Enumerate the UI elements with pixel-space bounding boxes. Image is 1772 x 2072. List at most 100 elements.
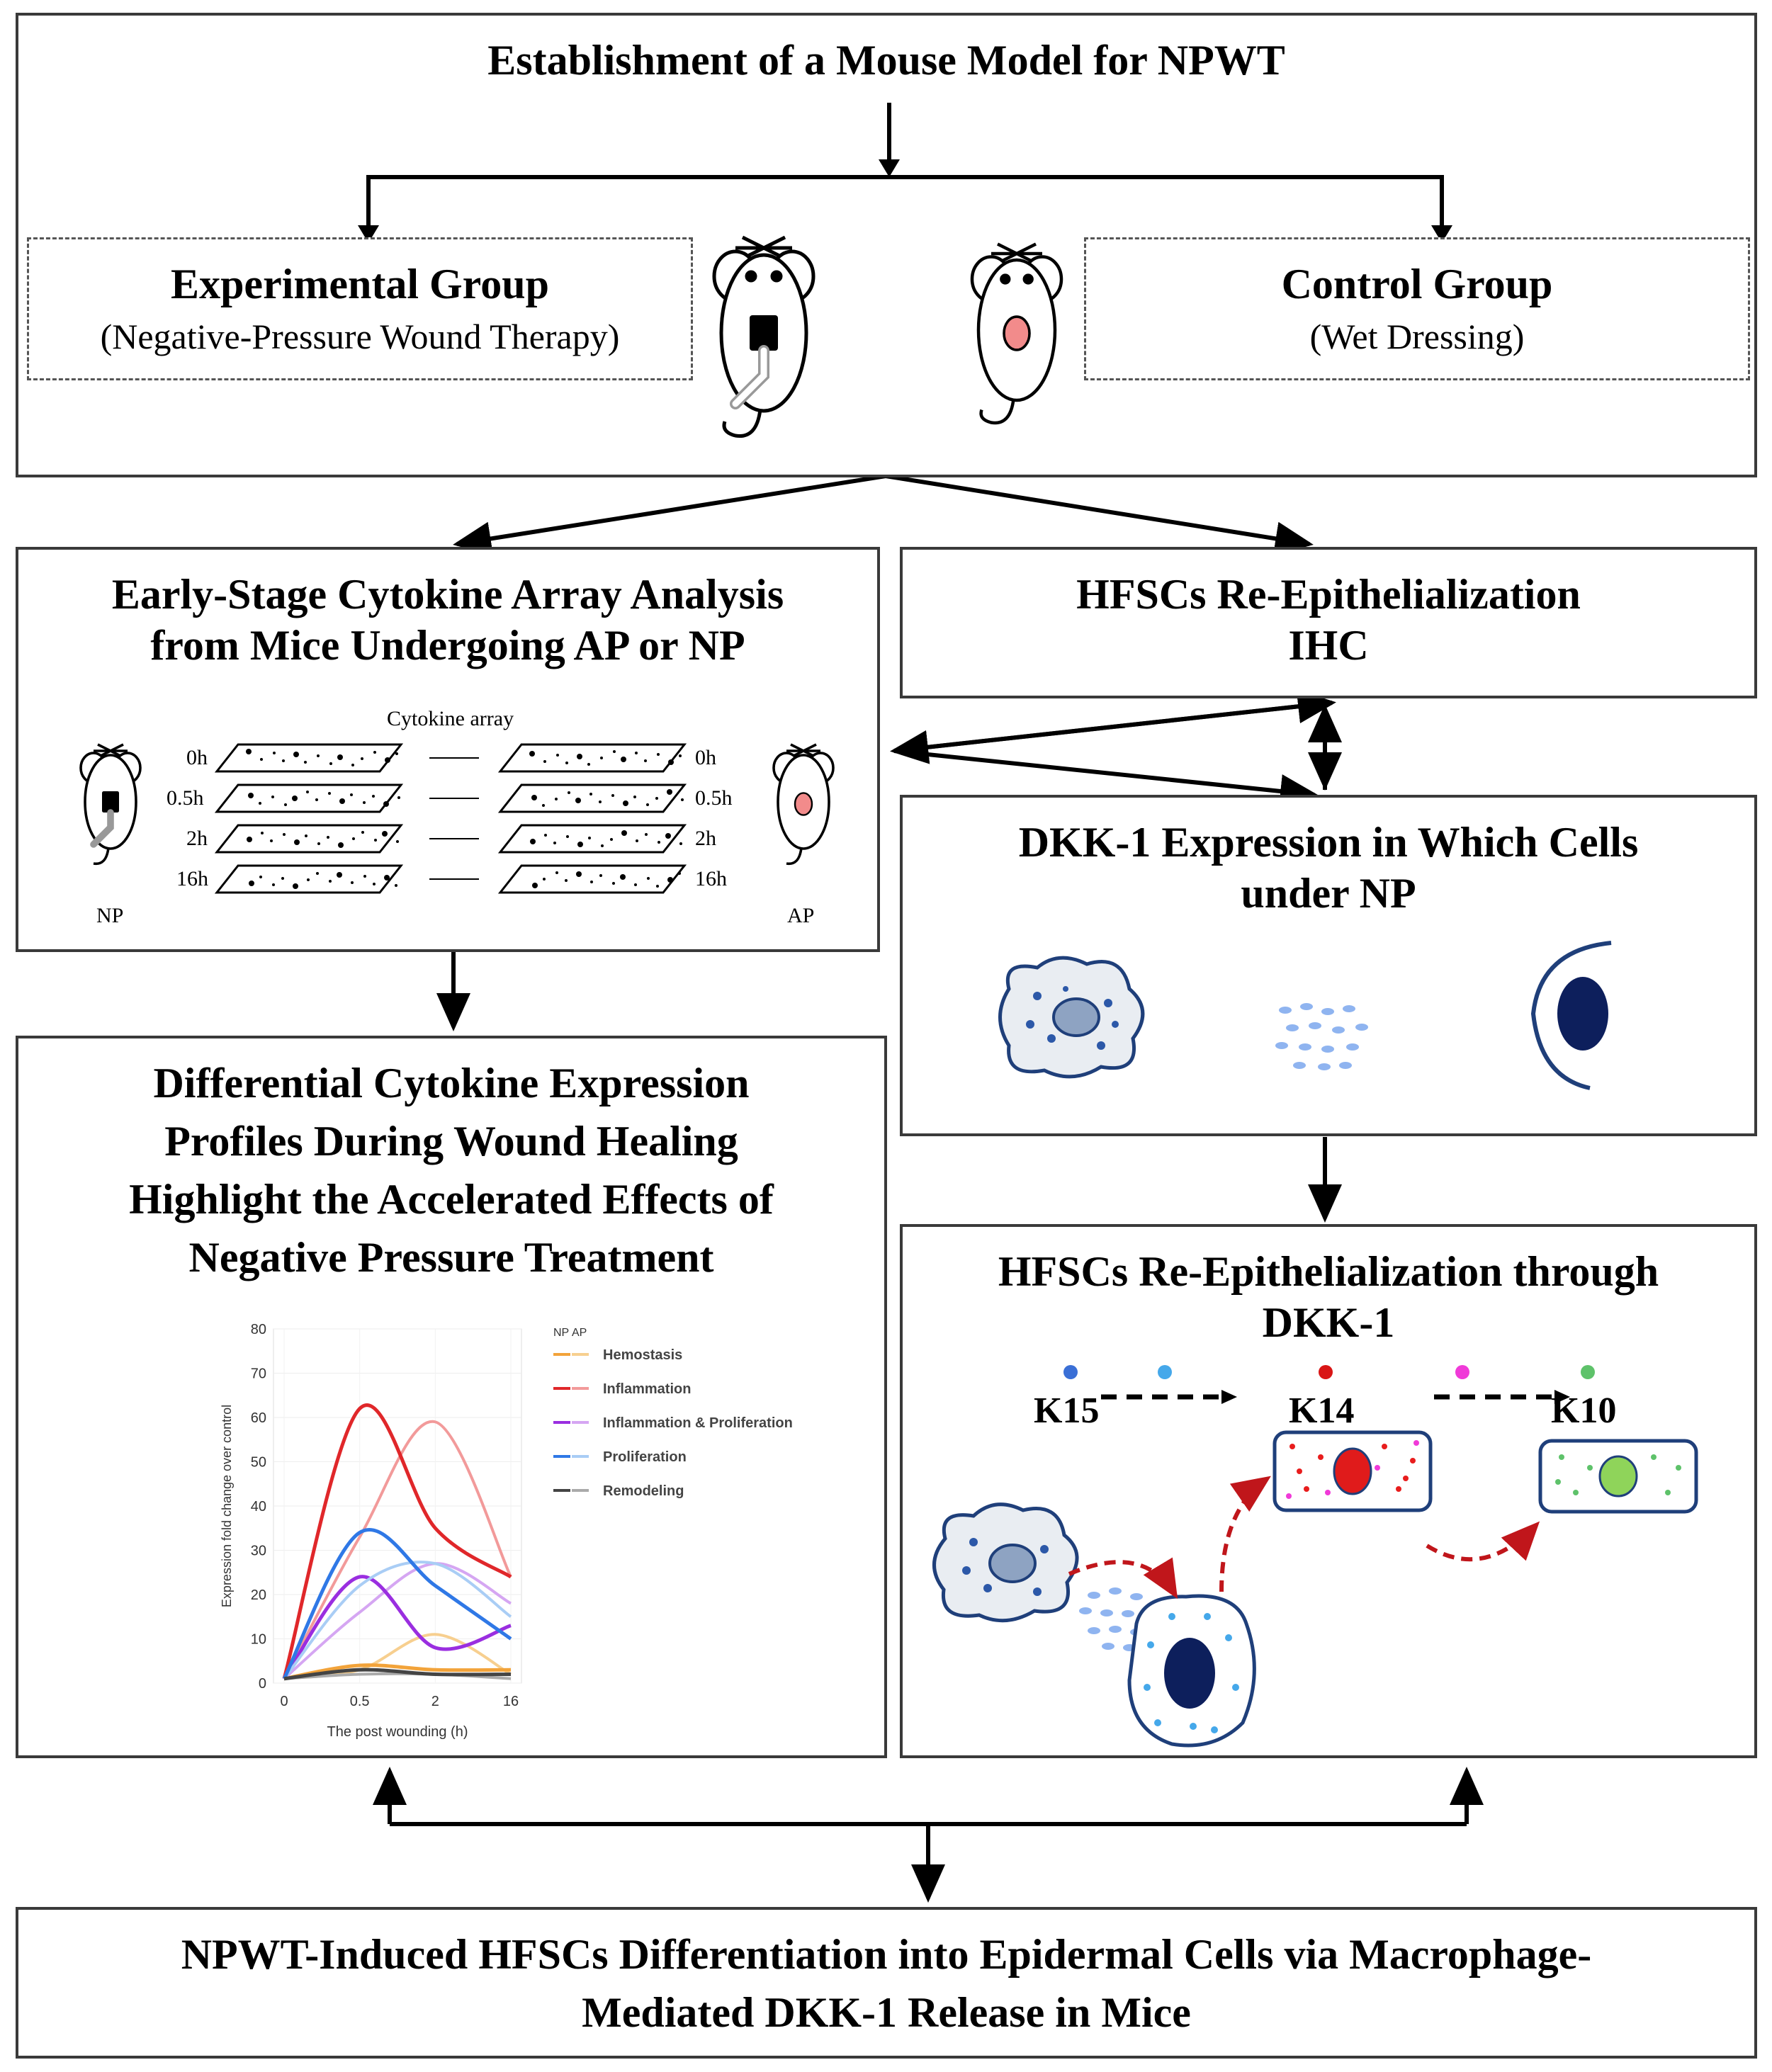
- array-spot: [249, 881, 254, 886]
- array-spot: [361, 831, 364, 834]
- series-line-np-proliferation: [282, 1528, 512, 1680]
- cytokine-title-line2: from Mice Undergoing AP or NP: [150, 622, 745, 669]
- ap-mouse-icon: [772, 743, 835, 866]
- array-spot: [352, 837, 355, 840]
- cytokine-title-line1: Early-Stage Cytokine Array Analysis: [111, 571, 784, 618]
- array-membrane: [214, 783, 404, 813]
- array-spot: [247, 837, 252, 842]
- ihc-title-line1: HFSCs Re-Epithelialization: [1076, 571, 1581, 618]
- legend-label: Remodeling: [603, 1483, 684, 1499]
- array-spot: [556, 754, 559, 757]
- array-spot: [644, 759, 647, 762]
- y-axis-label: Expression fold change over control: [220, 1405, 234, 1607]
- npwt-mouse-icon: [712, 235, 816, 438]
- array-spot: [315, 798, 318, 801]
- np-mouse-icon: [79, 743, 142, 866]
- array-spot: [568, 791, 570, 794]
- marker-dot-extra: [1455, 1365, 1469, 1379]
- np-label: NP: [96, 904, 124, 927]
- x-tick-label: 0.5: [350, 1694, 370, 1709]
- cytokine-array-label: Cytokine array: [387, 707, 514, 730]
- macrophage-icon: [998, 956, 1145, 1079]
- array-spot: [246, 749, 252, 754]
- array-spot: [351, 764, 354, 766]
- array-spot: [350, 793, 353, 796]
- control-group-box: Control Group (Wet Dressing): [1084, 237, 1750, 380]
- array-spot: [395, 884, 397, 887]
- x-axis-label: The post wounding (h): [327, 1724, 468, 1740]
- array-spot: [294, 839, 300, 845]
- array-spot: [363, 801, 366, 804]
- series-line-np-inflammation: [282, 1403, 512, 1680]
- legend-label: Inflammation & Proliferation: [603, 1415, 793, 1431]
- array-spot: [373, 883, 376, 885]
- y-tick-label: 10: [251, 1632, 266, 1648]
- array-spot: [668, 759, 674, 765]
- array-spot: [589, 793, 592, 796]
- array-spot: [588, 837, 591, 839]
- marker-dot-k10: [1581, 1365, 1595, 1379]
- array-spot: [351, 881, 354, 884]
- conclusion-box: NPWT-Induced HFSCs Differentiation into …: [16, 1907, 1757, 2059]
- array-spot: [543, 760, 546, 763]
- array-spot: [395, 752, 398, 755]
- dkk-title-line2: under NP: [1241, 870, 1416, 917]
- array-spot: [281, 877, 284, 880]
- array-spot: [259, 802, 261, 805]
- array-spot: [612, 882, 615, 885]
- array-spot: [382, 831, 388, 837]
- profile-box: Differential Cytokine Expression Profile…: [16, 1036, 887, 1758]
- profile-title-line3: Highlight the Accelerated Effects of: [129, 1176, 774, 1223]
- array-spot: [555, 798, 558, 800]
- array-spot: [576, 871, 582, 877]
- y-tick-label: 60: [251, 1410, 266, 1426]
- array-spot: [577, 842, 583, 847]
- array-spot: [667, 789, 672, 795]
- array-spot: [283, 833, 286, 836]
- array-spot: [248, 793, 254, 798]
- array-spot: [305, 834, 307, 837]
- y-tick-label: 70: [251, 1366, 266, 1382]
- y-tick-label: 20: [251, 1587, 266, 1603]
- dkk-title-line1: DKK-1 Expression in Which Cells: [1018, 819, 1639, 866]
- array-spot: [374, 839, 377, 842]
- array-spot: [339, 798, 345, 804]
- array-spot: [587, 763, 590, 766]
- array-spot: [633, 796, 636, 798]
- array-spot: [543, 878, 546, 881]
- ihc-title-line2: IHC: [1288, 622, 1369, 669]
- time-label-left: 2h: [186, 827, 208, 850]
- y-tick-label: 30: [251, 1544, 266, 1559]
- time-label-right: 0.5h: [695, 786, 733, 810]
- page-title: Establishment of a Mouse Model for NPWT: [487, 37, 1285, 84]
- array-spot: [657, 753, 660, 756]
- time-label-right: 2h: [695, 827, 716, 850]
- array-spot: [610, 838, 613, 841]
- array-spot: [307, 878, 310, 881]
- array-spot: [293, 752, 299, 757]
- y-tick-label: 0: [259, 1676, 266, 1692]
- profile-title-line4: Negative Pressure Treatment: [188, 1234, 714, 1281]
- legend-label: Inflammation: [603, 1381, 691, 1397]
- array-spot: [372, 795, 375, 798]
- legend-label: Hemostasis: [603, 1347, 682, 1363]
- control-group-title: Control Group: [1281, 261, 1553, 307]
- array-spot: [667, 877, 673, 883]
- array-spot: [261, 832, 264, 834]
- array-spot: [544, 834, 547, 837]
- array-membrane: [214, 743, 404, 773]
- array-spot: [599, 800, 602, 803]
- array-spot: [566, 835, 569, 838]
- y-tick-label: 40: [251, 1499, 266, 1515]
- array-spot: [599, 874, 602, 877]
- array-spot: [678, 872, 681, 875]
- array-spot: [601, 844, 604, 847]
- marker-dot-extra: [1158, 1365, 1172, 1379]
- series-line-ap-inflammation-proliferation: [283, 1562, 512, 1680]
- array-spot: [553, 842, 556, 844]
- array-spot: [634, 883, 637, 886]
- array-membrane: [497, 864, 687, 894]
- array-spot: [565, 762, 568, 764]
